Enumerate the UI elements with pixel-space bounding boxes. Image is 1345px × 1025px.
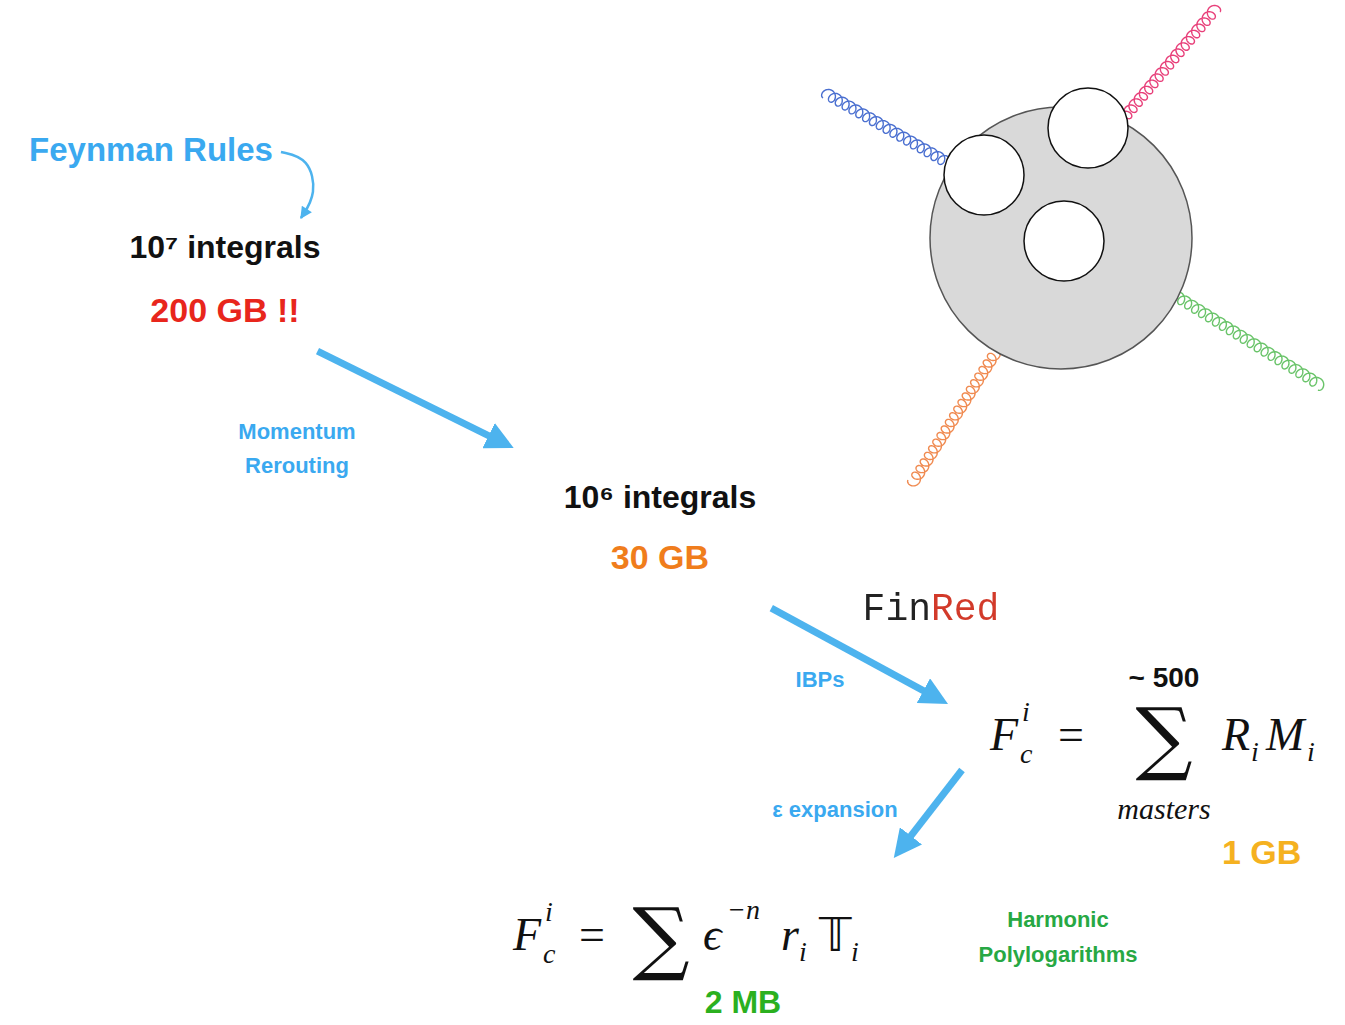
stage-title: 10⁶ integrals — [564, 478, 757, 516]
formula-symbol: = — [1058, 712, 1084, 758]
flow-arrow — [281, 152, 313, 218]
formula-symbol: i — [545, 898, 553, 926]
gluon-line — [1119, 5, 1221, 124]
gluon-line — [908, 347, 1001, 486]
function-class-note: Harmonic Polylogarithms — [971, 902, 1146, 972]
size-figure: 30 GB — [564, 537, 757, 578]
loop-circle — [944, 135, 1024, 215]
formula-symbol: ∑ — [1135, 698, 1192, 778]
connectors — [281, 152, 962, 847]
formula-symbol: F — [990, 712, 1018, 758]
stage-label: Feynman Rules — [29, 130, 273, 170]
flow-arrow — [902, 770, 962, 847]
step-label: ε expansion — [772, 797, 897, 823]
formula-symbol: i — [1022, 698, 1030, 726]
formula-symbol: −n — [727, 896, 760, 924]
formula-symbol: ~ 500 — [1129, 664, 1200, 692]
formula-symbol: ∑ — [632, 898, 689, 978]
formula-symbol: r — [781, 912, 799, 958]
gluon-line — [822, 89, 952, 168]
formula-symbol: i — [1251, 738, 1259, 766]
stage-label: 10⁷ integrals 200 GB !! — [129, 228, 320, 331]
formula: Fic=∑~ 500mastersRiMi1 GB — [970, 660, 1315, 869]
formula-symbol: F — [513, 912, 541, 958]
size-figure: 2 MB — [705, 986, 781, 1018]
step-label: IBPs — [796, 667, 845, 693]
loop-circle — [1048, 88, 1128, 168]
stage-label: 10⁶ integrals 30 GB — [564, 478, 757, 578]
tool-name: FinRed — [863, 587, 1000, 633]
formula-symbol: c — [543, 940, 555, 968]
stage-title: Feynman Rules — [29, 130, 273, 170]
formula-symbol: i — [1307, 738, 1315, 766]
gluon-lines — [822, 5, 1324, 485]
formula-symbol: M — [1266, 712, 1304, 758]
formula-symbol: i — [851, 938, 859, 966]
loop-circle — [1024, 201, 1104, 281]
size-figure: 1 GB — [1222, 835, 1301, 869]
gluon-line — [1171, 292, 1324, 391]
formula-symbol: ϵ — [703, 912, 722, 958]
stage-title: 10⁷ integrals — [129, 228, 320, 266]
size-figure: 200 GB !! — [129, 290, 320, 331]
formula-symbol: R — [1222, 712, 1250, 758]
formula-symbol: c — [1020, 740, 1032, 768]
formula-symbol: 𝕋 — [819, 912, 852, 958]
formula-symbol: masters — [1117, 794, 1210, 824]
step-label: Momentum Rerouting — [222, 415, 372, 483]
formula-symbol: = — [579, 912, 605, 958]
formula: Fic=∑ϵ−nri𝕋i2 MB — [505, 890, 859, 1018]
formula-symbol: i — [799, 938, 807, 966]
